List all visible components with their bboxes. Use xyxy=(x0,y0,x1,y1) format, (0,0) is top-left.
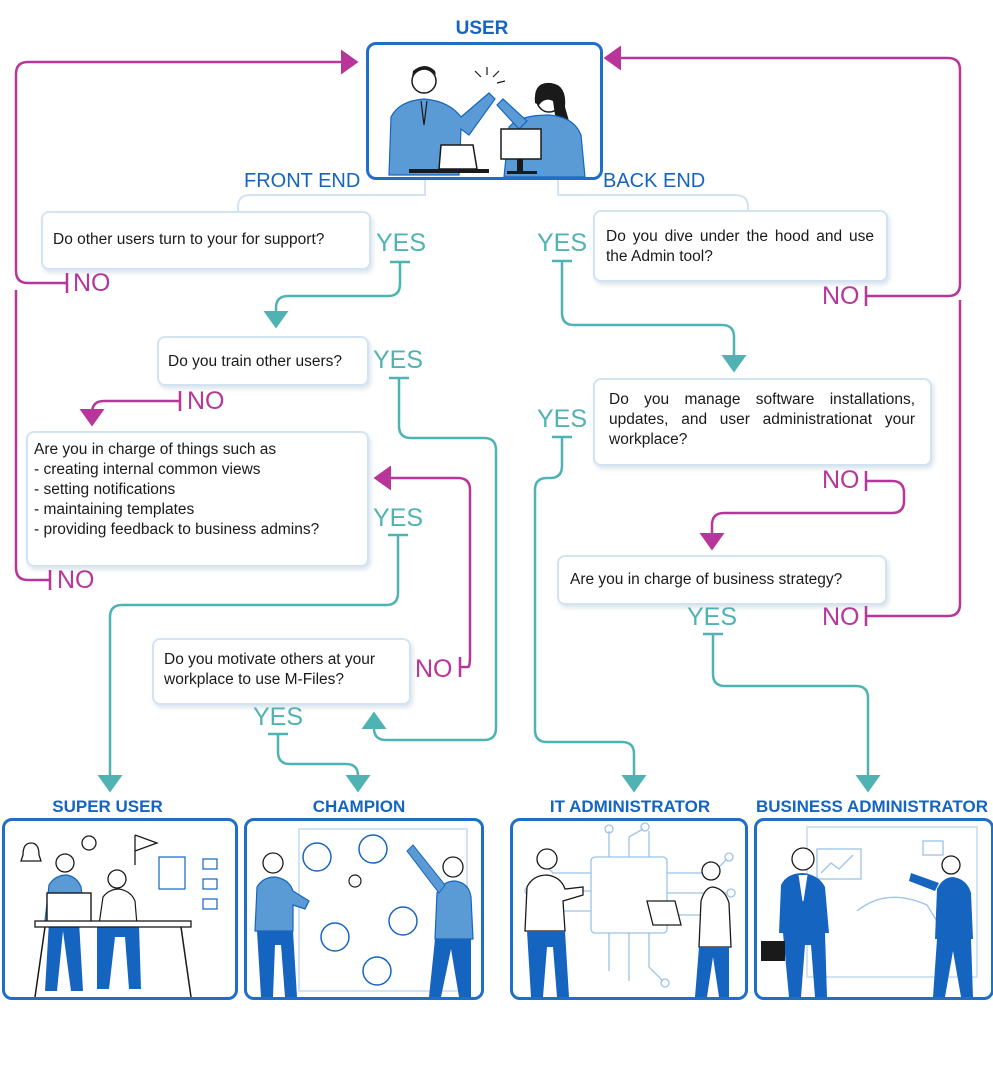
no-arrow-q6 xyxy=(699,479,906,551)
no-label-q1: NO xyxy=(73,269,111,297)
user-card xyxy=(366,42,603,180)
question-box-q5 xyxy=(593,210,888,282)
yes-label-q4: YES xyxy=(253,703,304,731)
yes-label-q1: YES xyxy=(376,229,427,257)
role-title-champion: CHAMPION xyxy=(312,797,406,816)
question-box-q1 xyxy=(41,211,371,270)
question-q6: Do you manage software installations, up… xyxy=(609,391,915,448)
business-admin-illustration xyxy=(761,826,978,997)
question-q2: Do you train other users? xyxy=(168,353,343,370)
it-admin-illustration xyxy=(524,822,736,997)
question-box-q4 xyxy=(152,638,411,705)
yes-arrow-q1 xyxy=(263,262,402,329)
yes-arrow-q2 xyxy=(361,378,498,742)
yes-arrow-q3 xyxy=(97,535,400,793)
champion-illustration xyxy=(254,828,474,997)
question-q7: Are you in charge of business strategy? xyxy=(570,571,843,588)
super-user-illustration xyxy=(20,834,218,997)
yes-label-q7: YES xyxy=(687,603,738,631)
yes-arrow-q5 xyxy=(560,261,747,373)
no-label-q2: NO xyxy=(187,387,225,415)
role-card-it-admin xyxy=(510,818,748,1000)
front-end-header: FRONT END xyxy=(244,170,361,192)
role-card-champion xyxy=(244,818,484,1000)
role-title-super-user: SUPER USER xyxy=(52,797,163,816)
yes-arrow-q7 xyxy=(711,634,881,793)
front-end-branch-line xyxy=(237,178,426,212)
no-loop-left xyxy=(14,49,359,285)
yes-label-q5: YES xyxy=(537,229,588,257)
back-end-header: BACK END xyxy=(603,170,706,192)
yes-label-q6: YES xyxy=(537,405,588,433)
question-q4: Do you motivate others at your workplace… xyxy=(164,651,376,688)
yes-label-q3: YES xyxy=(373,504,424,532)
no-label-q5: NO xyxy=(822,282,860,310)
question-box-q6 xyxy=(593,378,932,466)
no-loop-q7 xyxy=(866,300,962,618)
back-end-branch-line xyxy=(557,178,749,212)
high-five-illustration xyxy=(388,66,586,177)
yes-arrow-q6 xyxy=(533,437,647,793)
no-arrow-q2 xyxy=(79,399,180,427)
no-label-q7: NO xyxy=(822,603,860,631)
question-q3: Are you in charge of things such as - cr… xyxy=(34,440,364,540)
question-box-q2 xyxy=(157,336,369,386)
question-q5: Do you dive under the hood and use the A… xyxy=(606,228,874,265)
no-loop-right xyxy=(603,45,962,298)
no-loop-q3 xyxy=(14,290,50,582)
role-card-business-admin xyxy=(754,818,993,1000)
no-arrow-q4 xyxy=(373,465,472,669)
role-card-super-user xyxy=(2,818,238,1000)
question-box-q7 xyxy=(557,555,887,605)
list-item: - creating internal common views xyxy=(34,461,261,478)
no-label-q3: NO xyxy=(57,566,95,594)
question-q3-intro: Are you in charge of things such as xyxy=(34,441,277,458)
list-item: - providing feedback to business admins? xyxy=(34,521,320,538)
question-q1: Do other users turn to your for support? xyxy=(53,231,325,248)
user-title: USER xyxy=(455,18,509,39)
question-q3-list: - creating internal common views - setti… xyxy=(34,460,364,540)
role-title-it-admin: IT ADMINISTRATOR xyxy=(549,797,711,816)
list-item: - setting notifications xyxy=(34,481,176,498)
no-label-q4: NO xyxy=(415,655,453,683)
no-label-q6: NO xyxy=(822,466,860,494)
role-title-business-admin: BUSINESS ADMINISTRATOR xyxy=(755,797,989,816)
yes-label-q2: YES xyxy=(373,346,424,374)
question-box-q3 xyxy=(26,431,369,567)
list-item: - maintaining templates xyxy=(34,501,195,518)
yes-arrow-q4 xyxy=(276,734,371,793)
